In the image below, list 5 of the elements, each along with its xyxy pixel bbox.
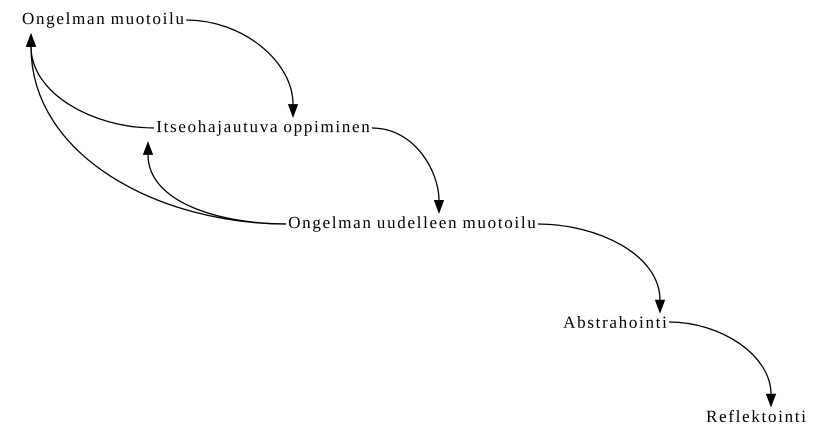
step-label: Itseohajautuva oppiminen — [156, 120, 370, 136]
step-label: Ongelman uudelleen muotoilu — [288, 216, 536, 232]
step-label: Ongelman muotoilu — [22, 12, 184, 28]
step-label: Reflektointi — [706, 410, 806, 422]
step-label: Abstrahointi — [563, 316, 667, 328]
